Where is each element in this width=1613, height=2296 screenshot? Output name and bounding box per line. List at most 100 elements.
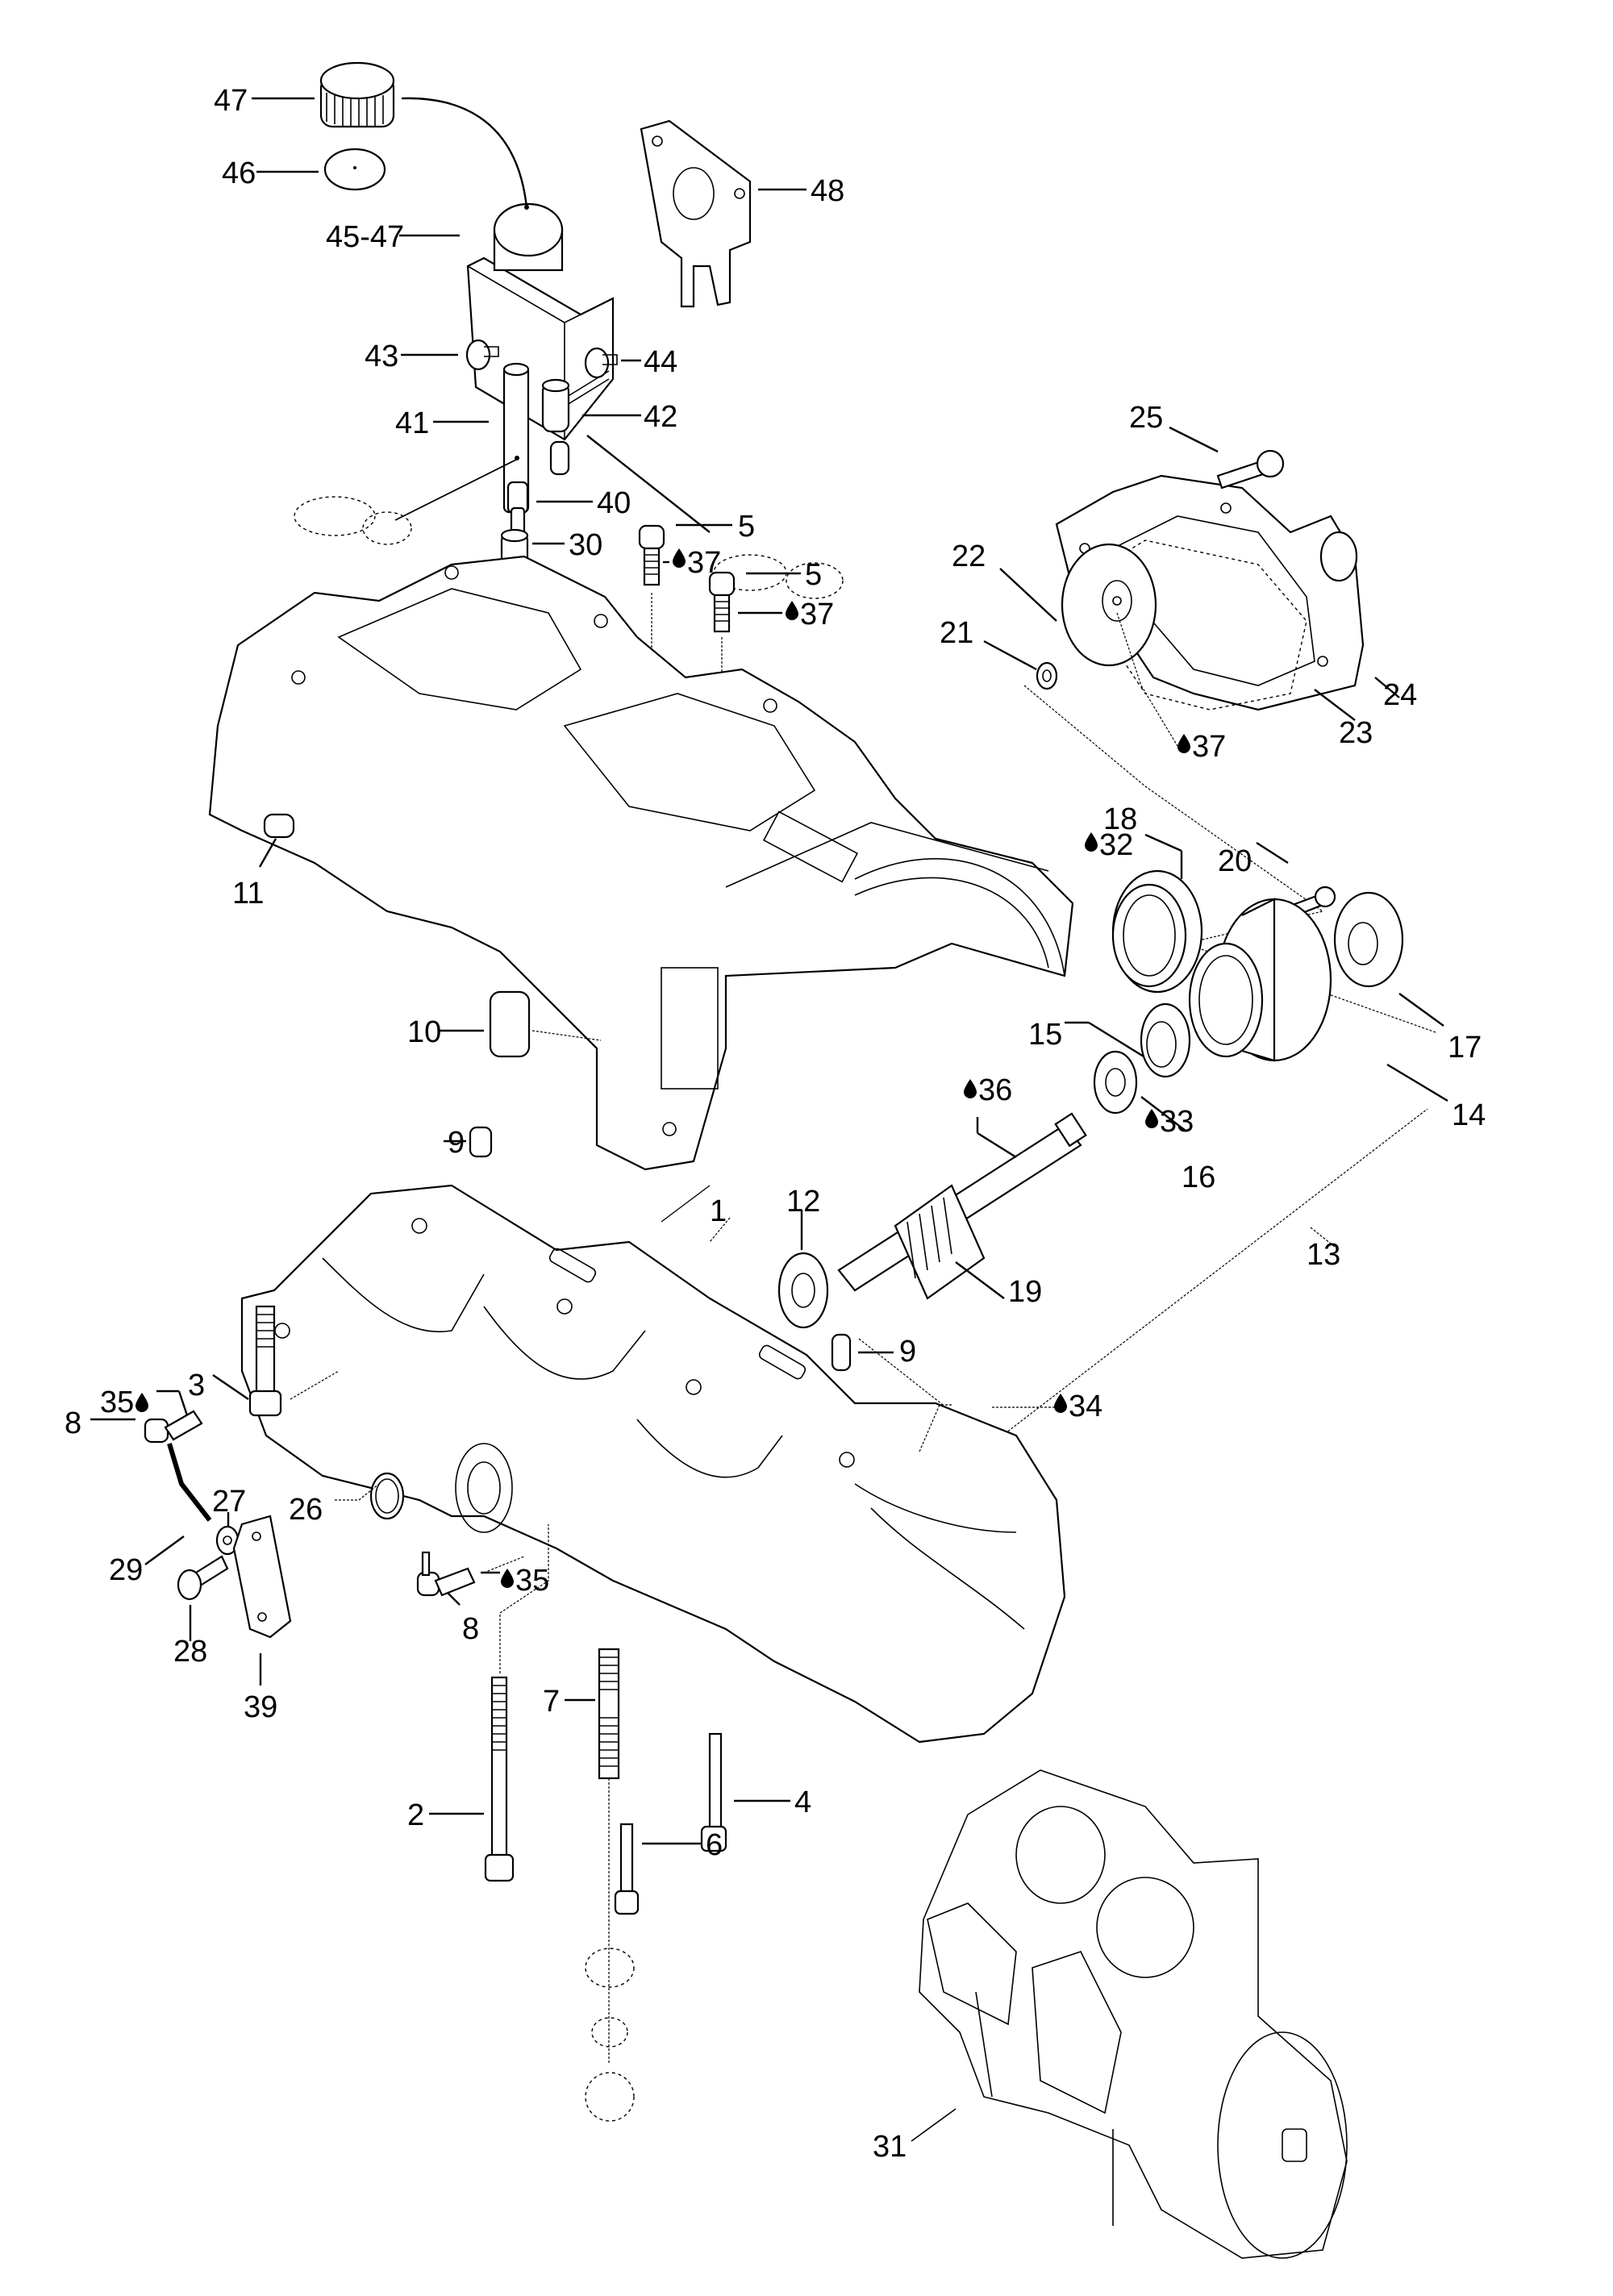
callout-3: 3 <box>188 1369 205 1402</box>
callout-31: 31 <box>873 2130 907 2164</box>
callout-28: 28 <box>173 1635 207 1669</box>
callout-33: 33 <box>1160 1105 1194 1139</box>
callout-5-b: 5 <box>805 558 822 592</box>
callout-44: 44 <box>644 345 677 379</box>
flat-washer <box>585 1948 635 1988</box>
callout-11: 11 <box>232 877 264 910</box>
lock-washer <box>591 2017 628 2048</box>
callout-29: 29 <box>109 1553 143 1587</box>
callout-48: 48 <box>811 174 844 208</box>
plug-10 <box>489 990 531 1058</box>
stud-7 <box>598 1648 620 1780</box>
callout-35-a: 35 <box>100 1386 134 1419</box>
oil-seal-18 <box>1111 869 1203 994</box>
callout-18: 18 <box>1103 802 1137 836</box>
callout-45-47: 45-47 <box>326 220 404 254</box>
plug-11 <box>263 813 295 839</box>
callout-32: 32 <box>1099 828 1133 862</box>
callout-5-a: 5 <box>738 510 755 544</box>
leader-lines <box>90 97 1448 1845</box>
callout-8-b: 8 <box>462 1612 479 1646</box>
seal-15 <box>1140 1002 1191 1078</box>
callout-9-b: 9 <box>899 1335 916 1369</box>
callout-19: 19 <box>1008 1275 1042 1309</box>
housing-14 <box>1188 898 1332 1062</box>
callout-20: 20 <box>1218 844 1252 878</box>
callout-35-b: 35 <box>515 1564 549 1598</box>
callout-43: 43 <box>365 340 398 373</box>
bearing-16 <box>1093 1050 1138 1115</box>
callout-1: 1 <box>710 1194 727 1228</box>
drive-shaft-19 <box>837 1112 1087 1300</box>
oil-drop-icon <box>1054 1394 1067 1413</box>
callout-46: 46 <box>222 156 256 190</box>
callout-4: 4 <box>794 1786 811 1819</box>
callout-37-b: 37 <box>800 598 834 631</box>
callout-labels: 47 46 45-47 48 43 44 41 42 40 30 5 37 5 … <box>65 84 1486 2164</box>
callout-23: 23 <box>1339 716 1373 750</box>
callout-13: 13 <box>1307 1238 1340 1272</box>
cover-plate-39 <box>232 1515 292 1639</box>
coolant-reservoir <box>466 202 615 476</box>
callout-8-a: 8 <box>65 1406 81 1440</box>
tube-29 <box>167 1443 212 1522</box>
callout-21: 21 <box>940 616 973 650</box>
callout-34: 34 <box>1069 1390 1102 1423</box>
callout-39: 39 <box>244 1690 277 1724</box>
oil-drop-icon <box>1085 832 1098 852</box>
fitting-8-right <box>416 1551 476 1597</box>
hose-clamp-44 <box>584 347 618 379</box>
callout-37-c: 37 <box>1192 730 1226 764</box>
bolt-5-b <box>708 571 736 633</box>
callout-15: 15 <box>1028 1018 1062 1052</box>
fitting-8-left <box>144 1410 203 1444</box>
impeller-22 <box>1061 543 1157 667</box>
seal-17 <box>1333 891 1404 988</box>
washer-21 <box>1036 661 1058 690</box>
bolt-25 <box>1216 449 1285 490</box>
oil-drop-icon <box>135 1393 148 1412</box>
hose-clamp-43 <box>465 339 499 371</box>
bolt-3 <box>248 1305 282 1417</box>
oil-drop-icon <box>786 601 798 620</box>
callout-12: 12 <box>786 1185 820 1219</box>
callout-26: 26 <box>289 1493 323 1527</box>
callout-36: 36 <box>978 1073 1012 1107</box>
callout-30: 30 <box>569 528 602 562</box>
lower-crankcase <box>240 1184 1066 1744</box>
callout-16: 16 <box>1182 1161 1215 1194</box>
dowel-9-b <box>831 1333 852 1372</box>
bolt-5-a <box>638 524 665 586</box>
o-ring-26 <box>369 1472 405 1520</box>
callout-10: 10 <box>407 1015 441 1049</box>
callout-41: 41 <box>395 406 429 440</box>
oil-drop-icon <box>1145 1109 1158 1128</box>
oil-drop-icon <box>964 1079 977 1098</box>
callout-14: 14 <box>1452 1098 1486 1132</box>
bolt-6 <box>614 1823 640 1915</box>
oil-drop-icon <box>1177 734 1190 753</box>
callout-17: 17 <box>1448 1031 1482 1065</box>
reservoir-cap <box>319 61 395 128</box>
callout-9-a: 9 <box>448 1126 465 1160</box>
bolt-28 <box>177 1555 229 1601</box>
fitting-40 <box>506 481 529 539</box>
callout-40: 40 <box>597 486 631 520</box>
hose-42 <box>541 378 570 433</box>
bolt-2 <box>484 1676 515 1882</box>
callout-42: 42 <box>644 400 677 434</box>
callout-37-a: 37 <box>687 546 721 580</box>
oil-drop-icon <box>501 1569 514 1588</box>
tie-wrap-left <box>294 496 412 545</box>
cap-seal <box>323 148 386 191</box>
nut <box>585 2072 635 2122</box>
reservoir-bracket <box>640 119 752 308</box>
dowel-9-a <box>469 1126 493 1158</box>
upper-crankcase <box>208 555 1074 1171</box>
callout-24: 24 <box>1383 678 1417 712</box>
callout-22: 22 <box>952 540 986 573</box>
bearing-12 <box>777 1252 829 1329</box>
assembled-engine-view <box>919 1769 1348 2259</box>
callout-2: 2 <box>407 1798 424 1832</box>
